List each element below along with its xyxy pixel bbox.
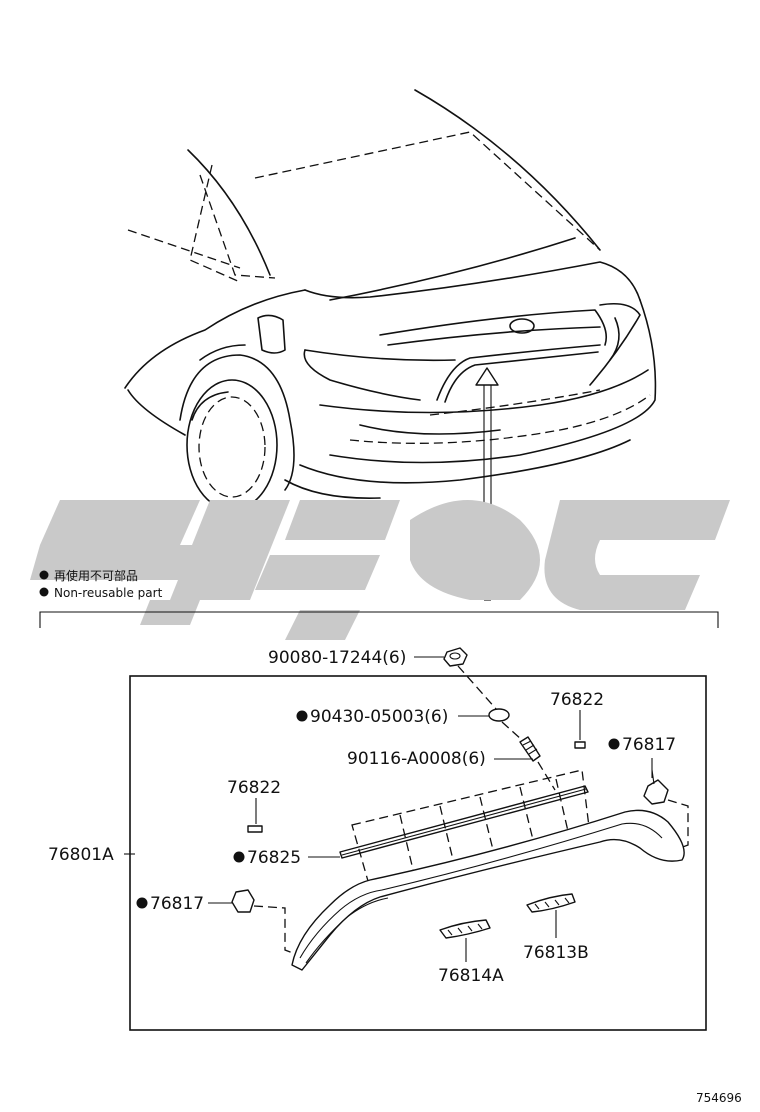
label-cover-right: 76817 — [622, 735, 676, 755]
label-gasket: 90430-05003(6) — [310, 707, 448, 727]
nonreusable-marker-cover-left — [136, 897, 148, 909]
gasket-part — [488, 708, 510, 722]
legend-dot-en — [39, 587, 49, 597]
legend-dot-jp — [39, 570, 49, 580]
cover-left-part — [231, 889, 255, 913]
watermark-logo — [30, 500, 730, 640]
group-bracket — [39, 611, 719, 628]
label-nut: 90080-17244(6) — [268, 648, 406, 668]
legend: 再使用不可部品 Non-reusable part — [39, 568, 163, 600]
bolt-part — [519, 736, 541, 762]
label-lamp-left: 76814A — [438, 966, 504, 986]
label-cover-left: 76817 — [150, 894, 204, 914]
axis-nut — [457, 665, 498, 711]
cover-left-dash — [253, 905, 299, 956]
label-bolt: 90116-A0008(6) — [347, 749, 486, 769]
cover-right-part — [643, 769, 669, 805]
reference-number: 754696 — [696, 1091, 742, 1105]
label-seal: 76825 — [247, 848, 301, 868]
lamp-right-part — [526, 893, 576, 913]
nut-part — [443, 647, 468, 667]
lamp-left-part — [439, 919, 491, 939]
legend-jp: 再使用不可部品 — [54, 568, 138, 583]
clip-left-part — [247, 825, 263, 833]
label-clip-left: 76822 — [227, 778, 281, 798]
cover-right-dash — [667, 799, 689, 849]
axis-bolt — [537, 761, 556, 791]
seal-strip-part — [339, 785, 589, 859]
legend-en: Non-reusable part — [54, 586, 163, 600]
nonreusable-marker-cover-right — [608, 738, 620, 750]
assembly-frame — [129, 675, 707, 1031]
label-assembly: 76801A — [48, 845, 114, 865]
label-clip-right: 76822 — [550, 690, 604, 710]
axis-gasket — [501, 721, 523, 741]
nonreusable-marker-gasket — [296, 710, 308, 722]
label-lamp-right: 76813B — [523, 943, 589, 963]
vehicle-rear-illustration — [124, 89, 657, 511]
garnish-main-part — [291, 809, 685, 971]
clip-right-part — [574, 741, 586, 749]
nonreusable-marker-seal — [233, 851, 245, 863]
